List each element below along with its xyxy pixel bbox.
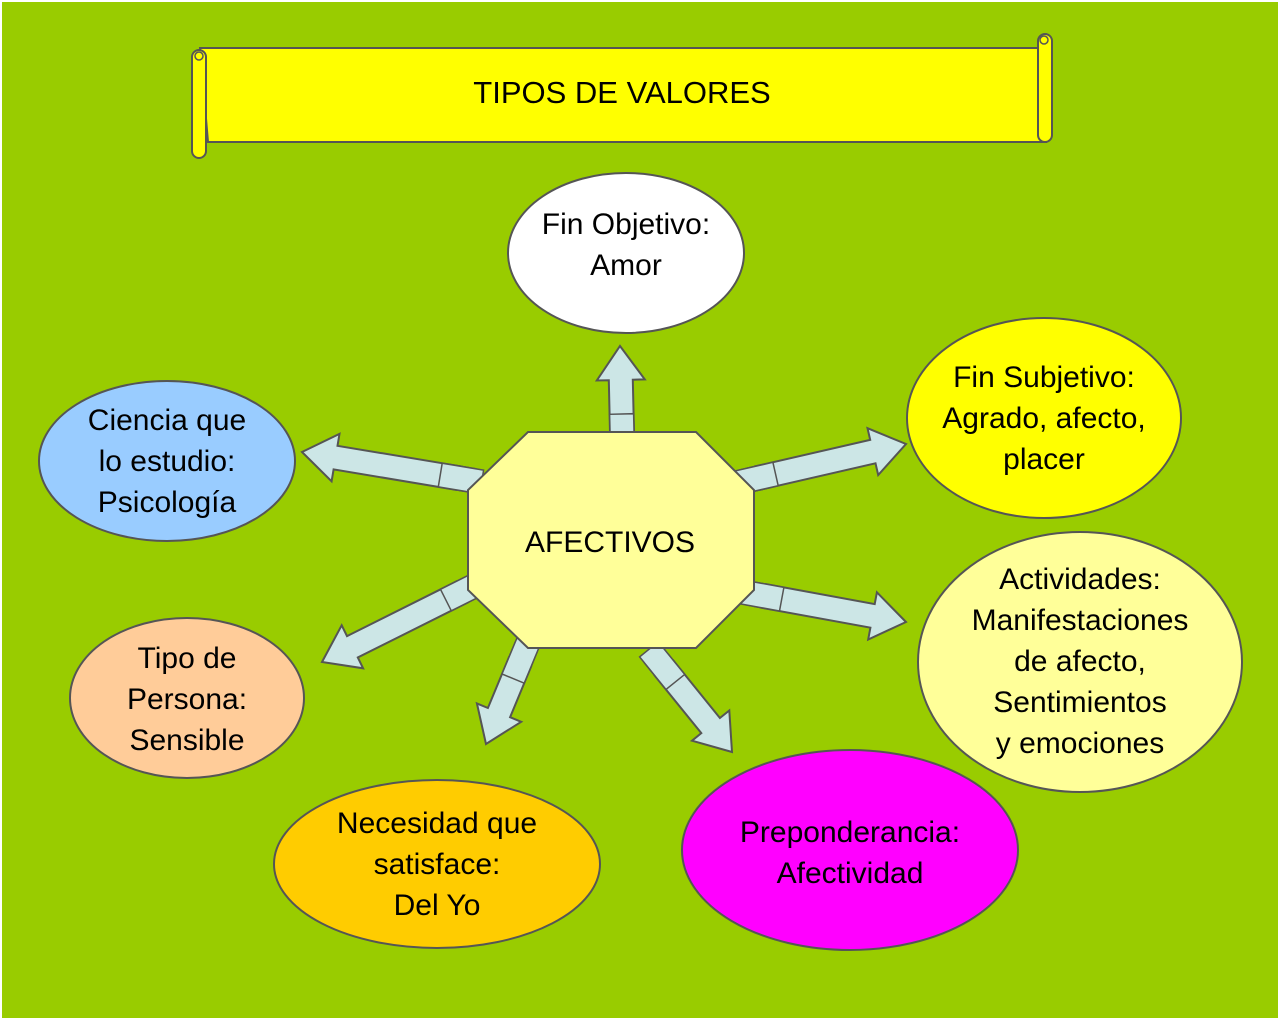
fin-objetivo-line: Amor bbox=[590, 249, 662, 282]
node-actividades: Actividades: Manifestaciones de afecto, Sen… bbox=[917, 531, 1243, 793]
fin-subjetivo-line: Agrado, afecto, bbox=[942, 402, 1145, 435]
title-banner: TIPOS DE VALORES bbox=[191, 33, 1053, 159]
node-tipo-persona: Tipo de Persona: Sensible bbox=[69, 617, 305, 779]
tipo-persona-line: Persona: bbox=[127, 683, 247, 716]
svg-text:Fin Objetivo:Amor: Fin Objetivo: Amor bbox=[542, 208, 710, 282]
actividades-line: Actividades: bbox=[999, 563, 1161, 596]
node-necesidad: Necesidad que satisface: Del Yo bbox=[273, 779, 601, 949]
diagram-title: TIPOS DE VALORES bbox=[473, 75, 770, 110]
svg-text:Fin Subjetivo:Agrado, afecto,p: Fin Subjetivo: Agrado, afecto, placer bbox=[942, 361, 1145, 476]
node-fin-objetivo: Fin Objetivo: Amor bbox=[507, 172, 745, 334]
preponderancia-line: Afectividad bbox=[777, 857, 924, 890]
node-fin-subjetivo: Fin Subjetivo: Agrado, afecto, placer bbox=[906, 317, 1182, 519]
actividades-line: Manifestaciones bbox=[972, 604, 1189, 637]
preponderancia-line: Preponderancia: bbox=[740, 816, 960, 849]
tipo-persona-line: Tipo de bbox=[138, 642, 237, 675]
necesidad-line: Del Yo bbox=[394, 889, 481, 922]
necesidad-line: satisface: bbox=[374, 848, 501, 881]
arrow-to-tipo-persona bbox=[320, 579, 469, 670]
fin-subjetivo-line: Fin Subjetivo: bbox=[953, 361, 1135, 394]
ciencia-line: lo estudio: bbox=[99, 445, 236, 478]
ciencia-line: Psicología bbox=[98, 486, 237, 519]
ciencia-line: Ciencia que bbox=[88, 404, 246, 437]
arrow-to-fin-subjetivo bbox=[754, 426, 908, 491]
actividades-line: y emociones bbox=[996, 727, 1164, 760]
node-preponderancia: Preponderancia: Afectividad bbox=[681, 749, 1019, 951]
tipo-persona-line: Sensible bbox=[129, 724, 244, 757]
actividades-line: Sentimientos bbox=[993, 686, 1166, 719]
fin-objetivo-line: Fin Objetivo: bbox=[542, 208, 710, 241]
actividades-line: de afecto, bbox=[1014, 645, 1146, 678]
node-ciencia: Ciencia que lo estudio: Psicología bbox=[38, 380, 296, 542]
center-label: AFECTIVOS bbox=[525, 526, 695, 559]
center-node: AFECTIVOS bbox=[467, 431, 755, 649]
svg-text:Preponderancia:Afectividad: Preponderancia: Afectividad bbox=[740, 816, 960, 890]
arrow-to-ciencia bbox=[300, 432, 462, 491]
necesidad-line: Necesidad que bbox=[337, 807, 537, 840]
fin-subjetivo-line: placer bbox=[1003, 443, 1085, 476]
